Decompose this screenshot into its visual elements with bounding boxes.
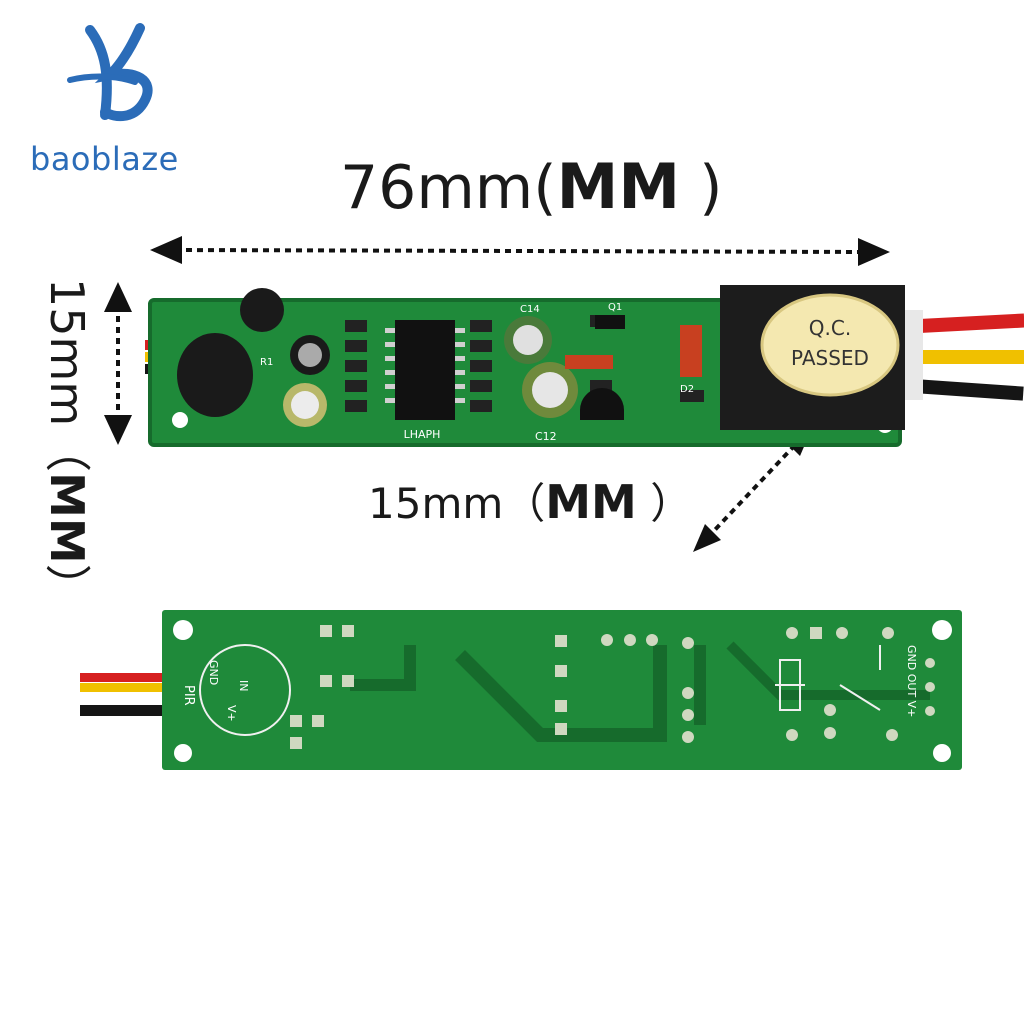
silk-sensor-gnd: GND: [207, 660, 220, 685]
silk-r1: R1: [260, 357, 273, 368]
pcb-back-photo: PIR GND IN V+ GND OUT V+: [80, 610, 962, 770]
silk-q1: Q1: [608, 302, 622, 313]
silk-c12: C12: [535, 430, 557, 443]
silk-lhaph: LHAPH: [404, 428, 441, 441]
sticker-line2: PASSED: [791, 346, 869, 370]
pcb-front-photo: Q.C. PASSED LHAPH C12 C14 Q1 R1 D2: [145, 285, 1024, 447]
width-diag-dimension-label: 15mm（MM ）: [368, 475, 693, 529]
silk-c14: C14: [520, 304, 540, 315]
silk-output-labels: GND OUT V+: [905, 645, 918, 717]
silk-d2: D2: [680, 384, 694, 395]
brand-name: baoblaze: [30, 140, 179, 178]
sticker-line1: Q.C.: [809, 316, 851, 340]
silk-pir: PIR: [181, 685, 196, 706]
silk-sensor-v: V+: [225, 705, 238, 722]
stylized-b-logo-icon: [67, 23, 153, 122]
width-side-dimension-label: 15mm（MM）: [40, 278, 94, 610]
silk-sensor-in: IN: [237, 680, 250, 691]
length-dimension-label: 76mm(MM ): [340, 150, 723, 223]
